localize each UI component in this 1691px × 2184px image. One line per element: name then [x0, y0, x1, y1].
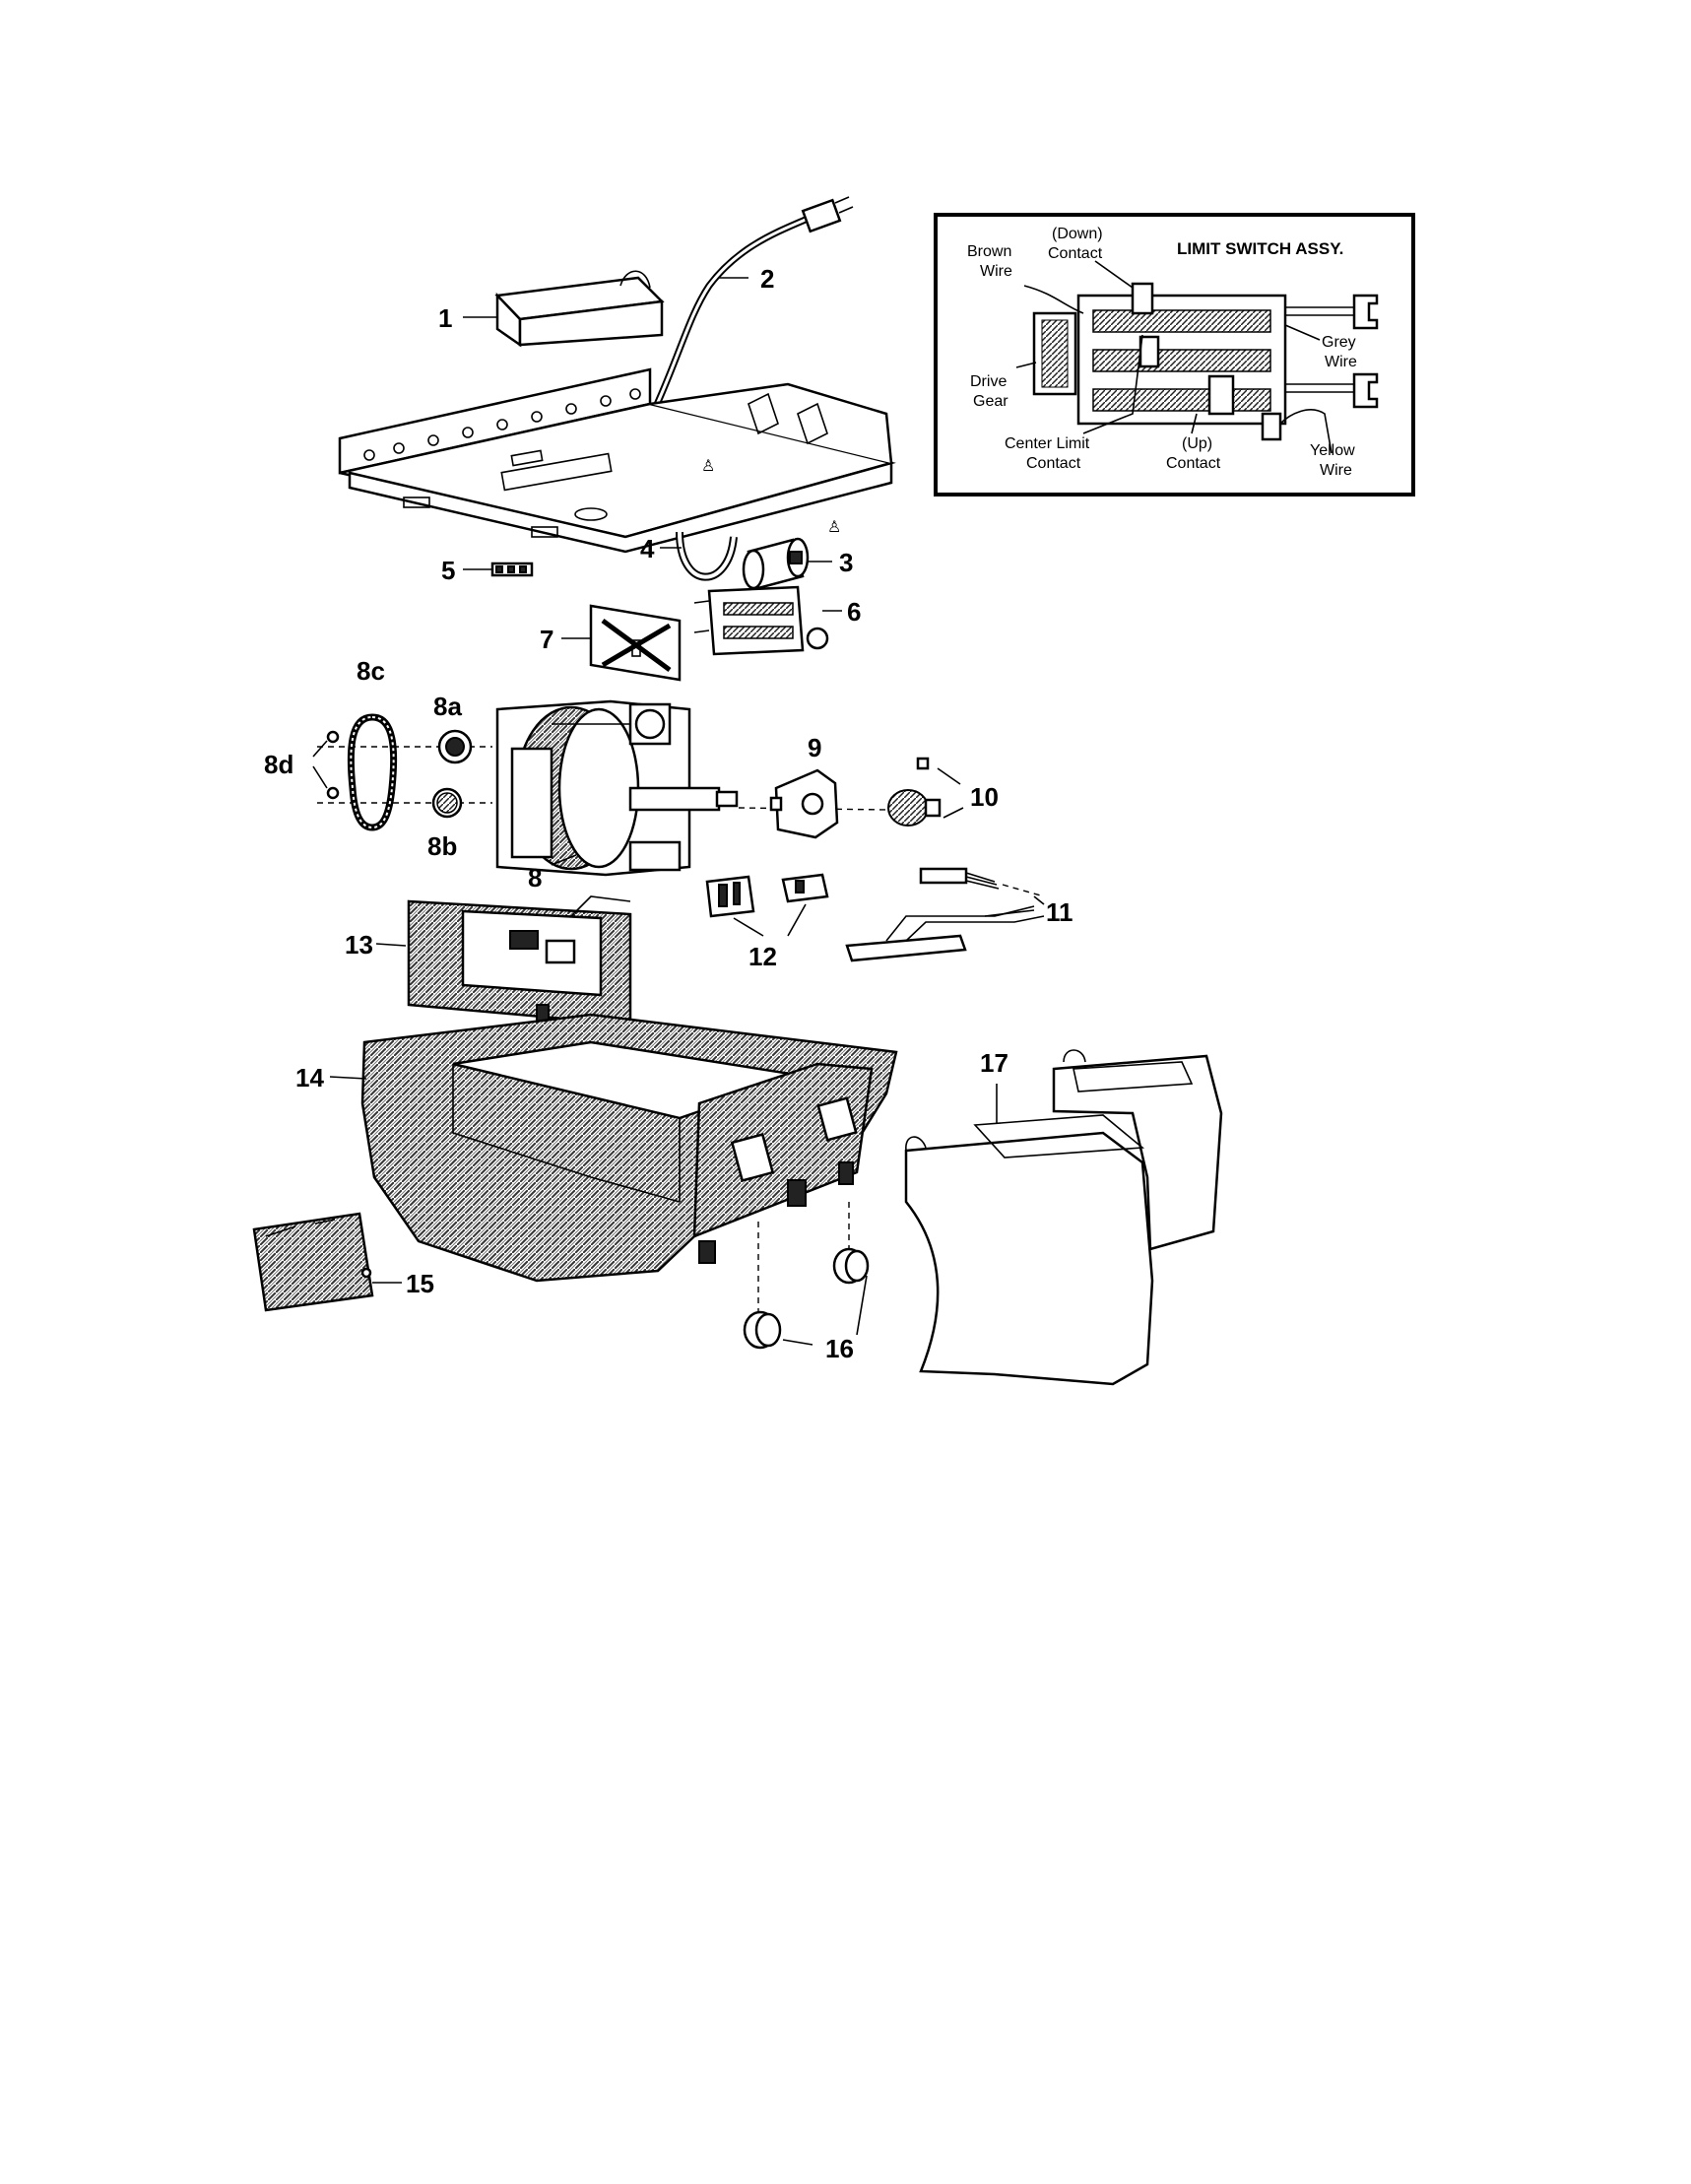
- leader-14: [329, 1076, 367, 1080]
- ls-yellow-wire-2: Wire: [1320, 462, 1352, 479]
- ls-grey-wire-1: Grey: [1322, 334, 1356, 351]
- ls-center-limit-2: Contact: [1026, 455, 1081, 472]
- label-3: 3: [839, 548, 853, 577]
- inset-title: LIMIT SWITCH ASSY.: [1177, 239, 1343, 258]
- ls-grey-wire-2: Wire: [1325, 354, 1357, 370]
- label-14: 14: [295, 1063, 324, 1092]
- label-4: 4: [640, 534, 655, 563]
- dash-9-10: [738, 807, 887, 811]
- ls-drive-gear-1: Drive: [970, 373, 1007, 390]
- ls-yellow-wire-1: Yellow: [1310, 442, 1355, 459]
- label-5: 5: [441, 556, 455, 585]
- part-4-bracket: [676, 531, 738, 581]
- part-3-capacitor: [742, 537, 810, 590]
- label-10: 10: [970, 782, 999, 812]
- part-8-motor: [495, 699, 739, 877]
- part-8c-belt: [347, 713, 398, 831]
- part-12-switches: [705, 873, 829, 937]
- label-8d: 8d: [264, 750, 293, 779]
- label-13: 13: [345, 930, 373, 960]
- label-11: 11: [1046, 897, 1073, 927]
- label-2: 2: [760, 264, 774, 294]
- ls-down-contact-2: Contact: [1048, 245, 1103, 262]
- part-10-worm-gear: [887, 757, 964, 827]
- leader-13: [375, 943, 407, 947]
- part-11-wire-harness: [845, 867, 1045, 962]
- leader-8: [551, 854, 577, 866]
- ls-up-contact-2: Contact: [1166, 455, 1221, 472]
- chassis-plate: ♙ ♙: [338, 367, 896, 554]
- part-5-terminal-block: [490, 562, 534, 577]
- part-8b-pulley: [431, 787, 463, 819]
- part-6-limit-switch: [693, 585, 829, 656]
- ls-up-contact-1: (Up): [1182, 435, 1212, 452]
- chassis-symbol-2: ♙: [827, 519, 841, 536]
- label-15: 15: [406, 1269, 434, 1298]
- label-8a: 8a: [433, 692, 462, 721]
- chassis-holes: [363, 388, 641, 461]
- chassis-symbol-1: ♙: [701, 458, 715, 475]
- part-16-bushings: [743, 1202, 870, 1350]
- ls-center-limit-1: Center Limit: [1005, 435, 1090, 452]
- label-16: 16: [825, 1334, 854, 1363]
- ls-down-contact-1: (Down): [1052, 226, 1103, 242]
- label-6: 6: [847, 597, 861, 627]
- ls-drive-gear-2: Gear: [973, 393, 1008, 410]
- label-7: 7: [540, 625, 553, 654]
- part-2-power-cord: [651, 196, 854, 411]
- label-1: 1: [438, 303, 452, 333]
- part-8a-pulley: [437, 729, 473, 764]
- part-14-housing: [360, 1013, 898, 1283]
- part-9-cam: [769, 768, 839, 839]
- label-17: 17: [980, 1048, 1008, 1078]
- label-12: 12: [748, 942, 777, 971]
- part-1-light-lens: [494, 270, 665, 348]
- part-17-lens-covers: [904, 1049, 1223, 1386]
- ls-brown-wire-2: Wire: [980, 263, 1012, 280]
- label-8c: 8c: [357, 656, 385, 686]
- part-13-logic-board: [407, 895, 632, 1026]
- limit-switch-inset: LIMIT SWITCH ASSY. Brown Wire (Down) Con…: [934, 213, 1415, 496]
- label-9: 9: [808, 733, 821, 762]
- part-7-bracket-plate: [589, 604, 682, 682]
- label-8b: 8b: [427, 831, 457, 861]
- label-8: 8: [528, 863, 542, 893]
- part-8d-retainers: [312, 730, 340, 800]
- ls-brown-wire-1: Brown: [967, 243, 1011, 260]
- part-15-end-panel: [252, 1212, 374, 1312]
